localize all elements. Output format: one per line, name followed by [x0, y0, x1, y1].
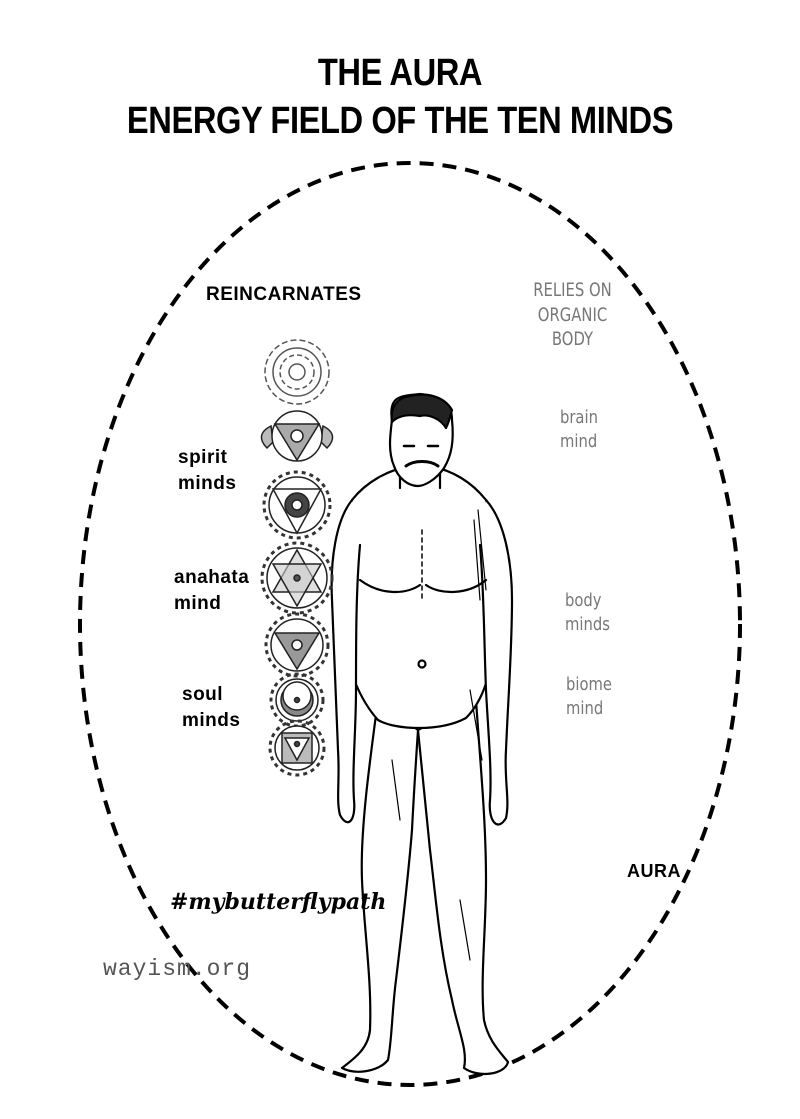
- relies-on-organic-body-label: RELIES ON ORGANIC BODY: [516, 278, 629, 352]
- chakra-stack: [260, 339, 334, 777]
- reincarnates-label: REINCARNATES: [206, 284, 362, 305]
- spirit-minds-label: spirit minds: [178, 447, 236, 496]
- sacral-chakra-icon: [269, 672, 325, 728]
- body-minds-line1: body: [565, 590, 602, 611]
- body-minds-line2: minds: [565, 614, 610, 636]
- diagram-title-line2: ENERGY FIELD OF THE TEN MINDS: [126, 100, 674, 142]
- biome-mind-label: biome mind: [566, 673, 612, 722]
- heart-chakra-icon: [260, 541, 334, 615]
- brain-mind-line1: brain: [560, 407, 598, 428]
- root-chakra-icon: [268, 719, 326, 777]
- aura-label: AURA: [627, 861, 681, 881]
- relies-on-line2: ORGANIC BODY: [537, 303, 608, 351]
- biome-mind-line1: biome: [566, 674, 612, 695]
- brain-mind-line2: mind: [560, 431, 598, 453]
- soul-minds-label: soul minds: [182, 684, 240, 733]
- hashtag-label: #mybutterflypath: [170, 889, 387, 915]
- anahata-mind-label: anahata mind: [174, 567, 249, 616]
- spirit-minds-line2: minds: [178, 472, 237, 494]
- solar-plexus-chakra-icon: [264, 612, 330, 678]
- spirit-minds-line1: spirit: [178, 447, 228, 468]
- website-label: wayism.org: [103, 956, 252, 982]
- human-figure-icon: [330, 392, 514, 1076]
- body-minds-label: body minds: [565, 589, 610, 638]
- soul-minds-line1: soul: [182, 684, 224, 705]
- anahata-mind-line1: anahata: [174, 567, 250, 588]
- third-eye-chakra-icon: [260, 410, 334, 462]
- biome-mind-line2: mind: [566, 698, 604, 720]
- throat-chakra-icon: [262, 470, 332, 540]
- relies-on-line1: RELIES ON: [533, 279, 612, 301]
- anahata-mind-line2: mind: [174, 592, 222, 614]
- diagram-title-line1: THE AURA: [317, 52, 483, 94]
- crown-chakra-icon: [264, 339, 330, 405]
- soul-minds-line2: minds: [182, 709, 241, 731]
- brain-mind-label: brain mind: [560, 406, 598, 455]
- aura-ellipse: [78, 161, 742, 1087]
